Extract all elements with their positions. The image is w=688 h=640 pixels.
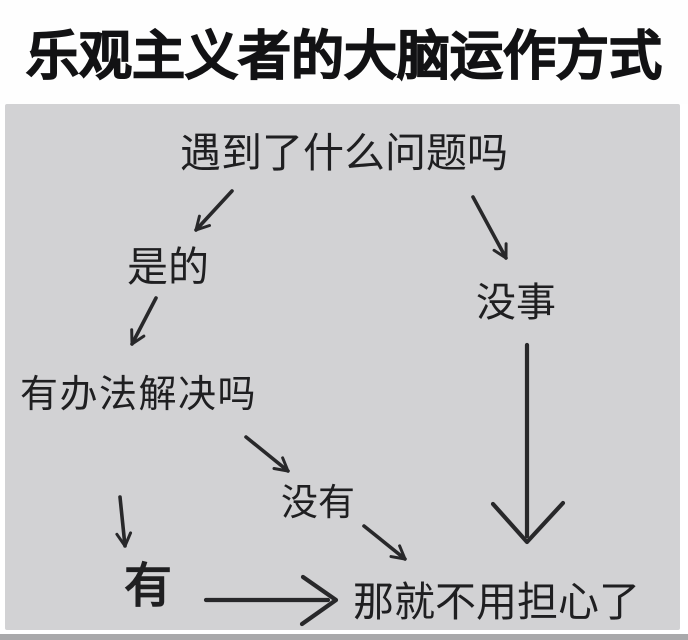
node-no-worry: 那就不用担心了 <box>353 578 640 626</box>
node-has-solution: 有 <box>124 558 173 614</box>
node-question: 遇到了什么问题吗 <box>180 129 508 177</box>
node-no-solution: 没有 <box>281 481 355 524</box>
node-yes: 是的 <box>127 243 209 291</box>
title-bar: 乐观主义者的大脑运作方式 <box>0 0 688 104</box>
bottom-edge-strip <box>0 634 688 640</box>
node-solvable: 有办法解决吗 <box>20 372 258 416</box>
flowchart-panel <box>5 104 680 630</box>
node-no-problem: 没事 <box>476 280 556 326</box>
page-title: 乐观主义者的大脑运作方式 <box>25 25 662 87</box>
